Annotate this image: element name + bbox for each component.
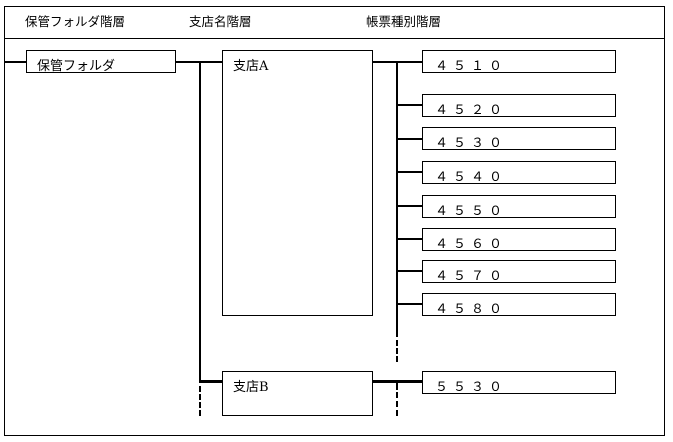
storage-folder-label: 保管フォルダ (37, 59, 116, 74)
form-type-node: ４５７０ (422, 260, 616, 284)
branch-label-a: 支店A (233, 59, 269, 74)
form-type-label: ４５４０ (435, 170, 508, 185)
connector-root-left (4, 61, 26, 63)
continuation-form-trunk-a (396, 340, 398, 362)
branch-label-b: 支店B (233, 380, 269, 395)
connector-form-4520 (396, 104, 422, 106)
branch-node-b: 支店B (222, 371, 373, 416)
header-storage-level: 保管フォルダ階層 (25, 14, 126, 29)
form-type-label: ５５３０ (435, 380, 508, 395)
header-form-type-level: 帳票種別階層 (366, 14, 442, 29)
form-type-label: ４５１０ (435, 59, 508, 74)
connector-form-trunk-b (396, 380, 398, 390)
form-type-node: ４５８０ (422, 293, 616, 317)
branch-node-a: 支店A (222, 50, 373, 316)
connector-form-4560 (396, 238, 422, 240)
storage-folder-node: 保管フォルダ (26, 50, 176, 74)
continuation-form-trunk-b (396, 392, 398, 416)
header-branch-level: 支店名階層 (189, 14, 252, 29)
connector-form-4570 (396, 270, 422, 272)
diagram-frame (4, 6, 665, 436)
form-type-node: ４５２０ (422, 94, 616, 118)
form-type-label: ４５３０ (435, 136, 508, 151)
form-type-label: ４５６０ (435, 237, 508, 252)
connector-form-4580 (396, 303, 422, 305)
form-type-node: ４５３０ (422, 127, 616, 151)
form-type-label: ４５８０ (435, 302, 508, 317)
form-type-node: ４５６０ (422, 228, 616, 252)
connector-form-trunk-a (396, 61, 398, 337)
form-type-node: ４５１０ (422, 50, 616, 74)
connector-form-4530 (396, 138, 422, 140)
connector-branch-b (199, 380, 223, 383)
form-type-label: ４５５０ (435, 204, 508, 219)
connector-branch-trunk (199, 61, 201, 383)
connector-form-4550 (396, 205, 422, 207)
form-type-label: ４５２０ (435, 103, 508, 118)
form-type-node: ４５４０ (422, 161, 616, 185)
continuation-branch-trunk (199, 386, 201, 416)
header-divider (4, 38, 665, 39)
form-type-node: ４５５０ (422, 195, 616, 219)
connector-form-4540 (396, 171, 422, 173)
form-type-label: ４５７０ (435, 269, 508, 284)
form-type-node: ５５３０ (422, 371, 616, 395)
